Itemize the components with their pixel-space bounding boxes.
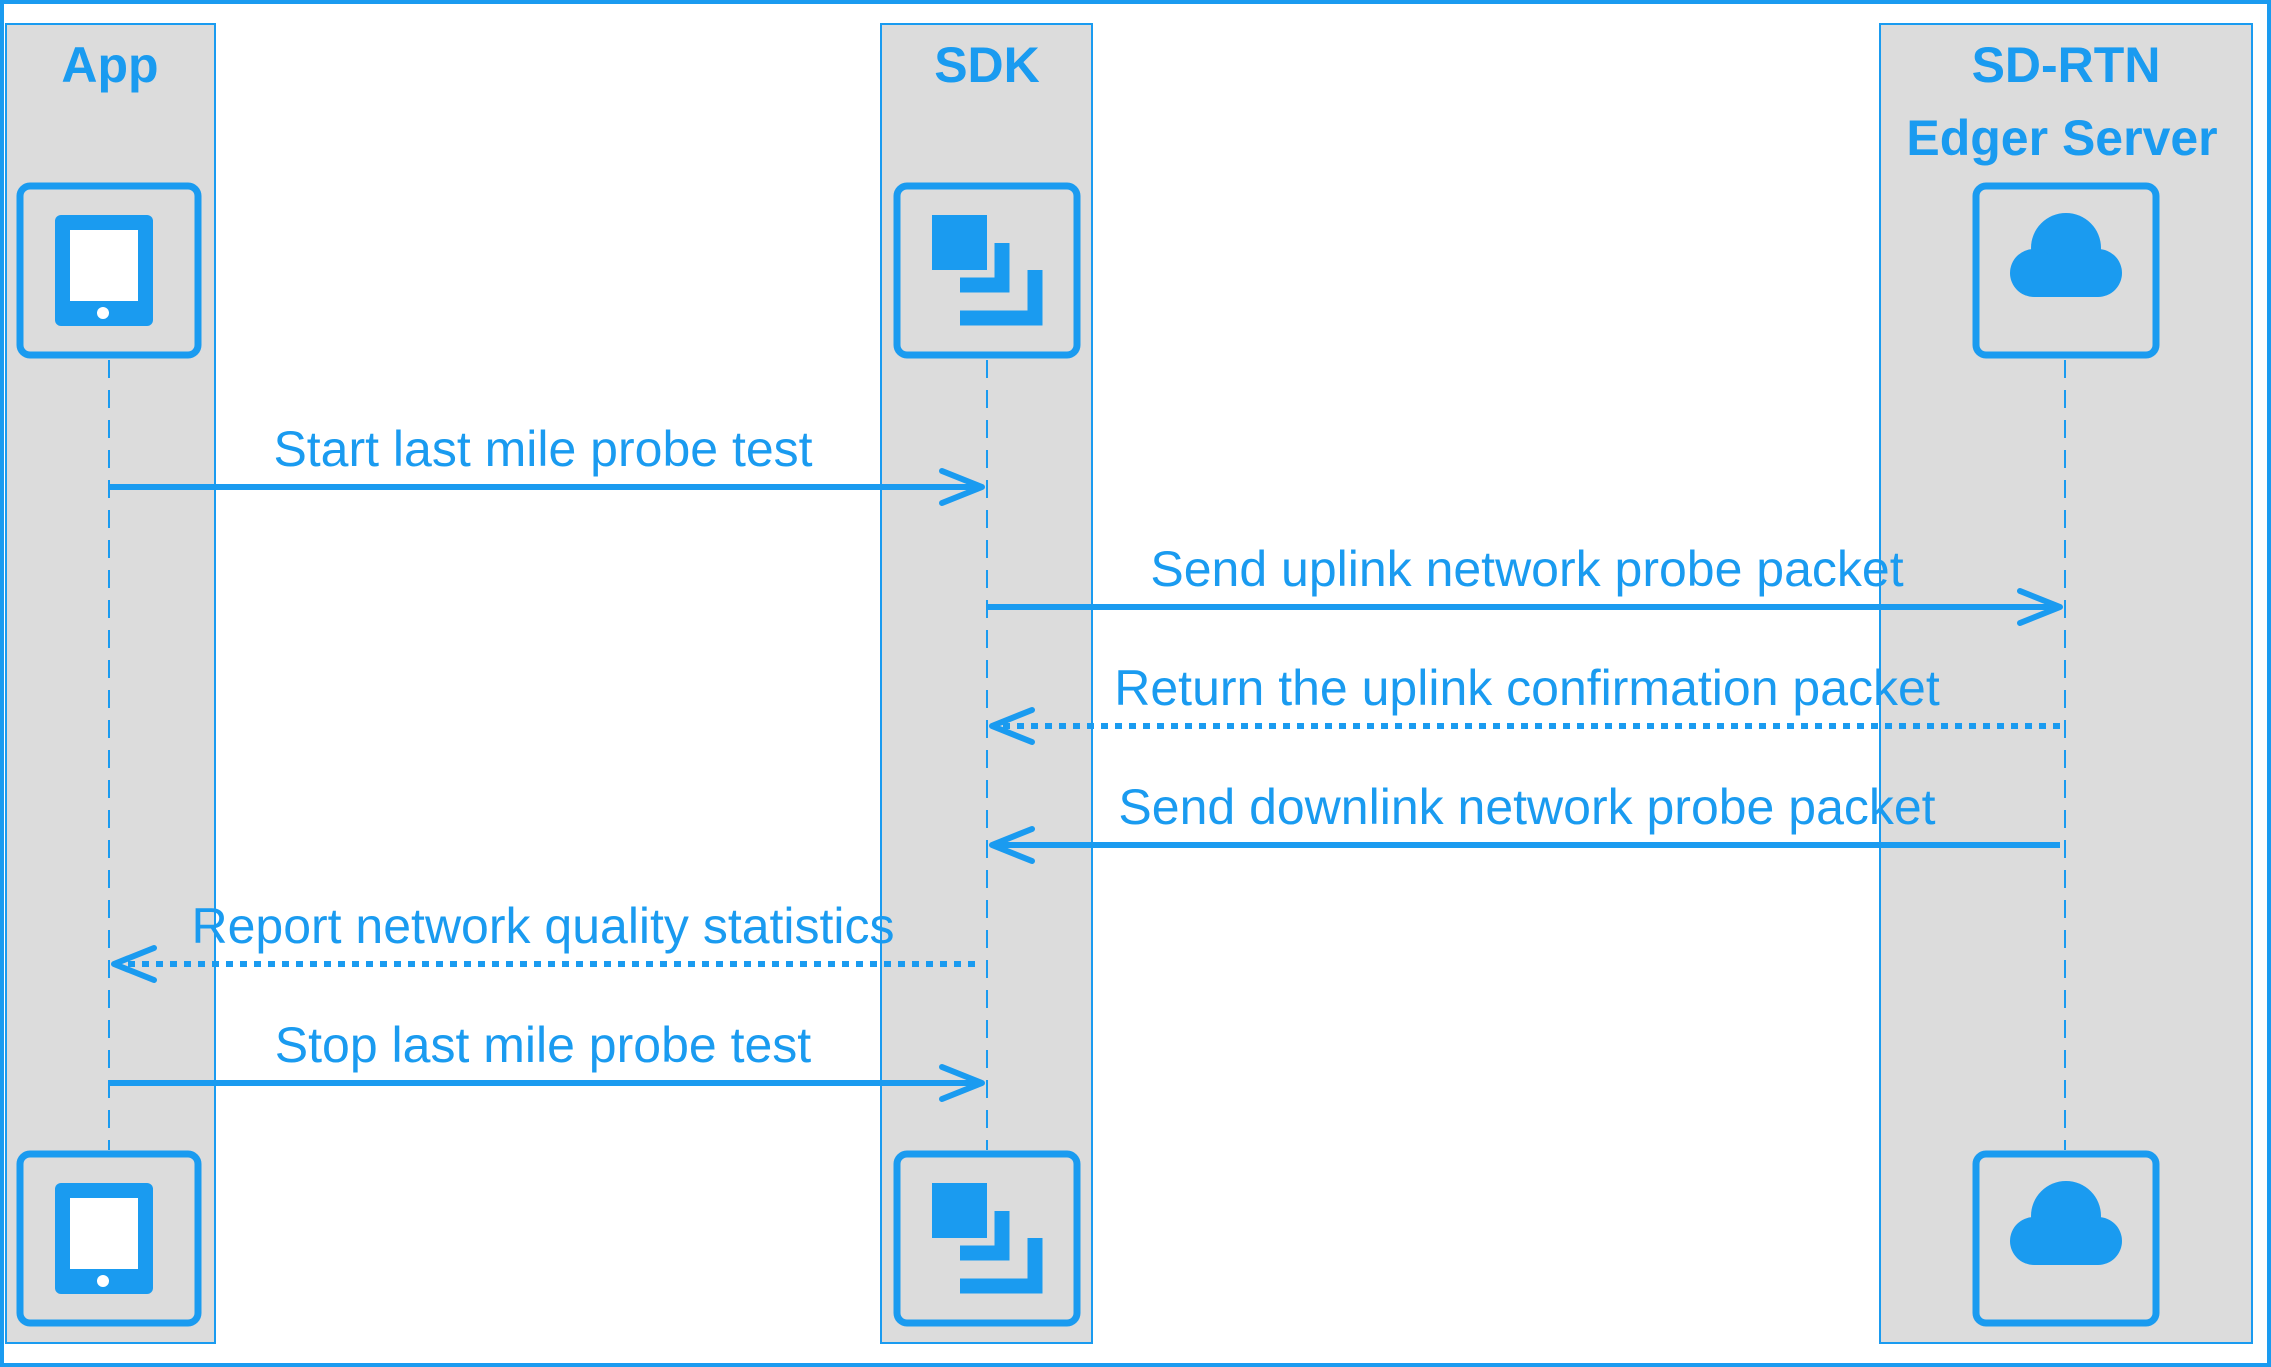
- message-stop-probe: Stop last mile probe test: [109, 1017, 985, 1102]
- message-label: Stop last mile probe test: [275, 1017, 811, 1073]
- message-label: Return the uplink confirmation packet: [1114, 660, 1940, 716]
- layers-icon: [893, 1150, 1081, 1327]
- message-label: Start last mile probe test: [273, 421, 812, 477]
- layers-icon: [893, 182, 1081, 359]
- message-uplink-probe: Send uplink network probe packet: [987, 541, 2063, 626]
- lane-app: App: [5, 23, 216, 1344]
- message-label: Report network quality statistics: [191, 898, 894, 954]
- cloud-icon: [1972, 182, 2160, 359]
- message-label: Send uplink network probe packet: [1150, 541, 1903, 597]
- lane-app-title: App: [61, 37, 158, 93]
- lane-server-title-line1: SD-RTN: [1972, 37, 2161, 93]
- tablet-icon: [16, 182, 202, 359]
- cloud-icon: [1972, 1150, 2160, 1327]
- lane-server-title-line2: Edger Server: [1906, 110, 2217, 166]
- tablet-icon: [16, 1150, 202, 1327]
- lane-sdk-title: SDK: [934, 37, 1040, 93]
- arrow-right-icon: [939, 1064, 985, 1102]
- arrow-right-icon: [939, 468, 985, 506]
- arrow-left-icon: [989, 707, 1035, 745]
- lane-server: SD-RTN Edger Server: [1879, 23, 2253, 1344]
- message-start-probe: Start last mile probe test: [109, 421, 985, 506]
- message-report-statistics: Report network quality statistics: [111, 898, 975, 983]
- message-uplink-confirmation: Return the uplink confirmation packet: [989, 660, 2060, 745]
- lane-sdk: SDK: [880, 23, 1093, 1344]
- arrow-left-icon: [111, 945, 157, 983]
- arrow-right-icon: [2017, 588, 2063, 626]
- message-label: Send downlink network probe packet: [1118, 779, 1935, 835]
- message-downlink-probe: Send downlink network probe packet: [989, 779, 2060, 864]
- arrow-left-icon: [989, 826, 1035, 864]
